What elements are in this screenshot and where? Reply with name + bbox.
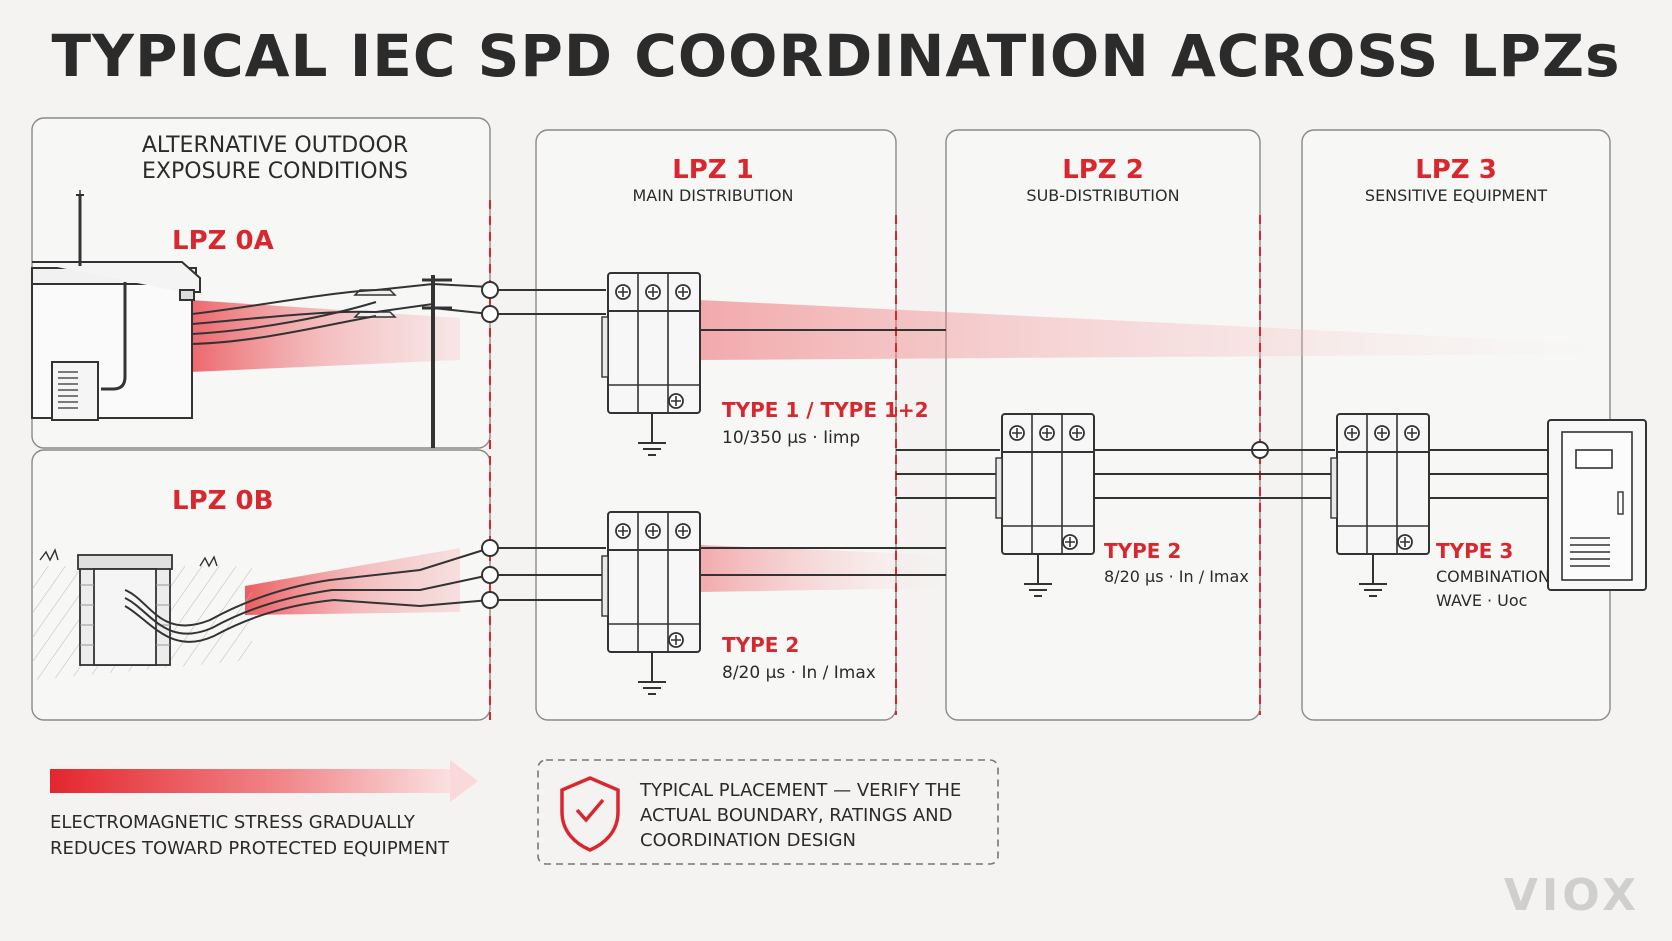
outdoor-heading-line1: ALTERNATIVE OUTDOOR xyxy=(142,133,408,158)
stress-beam-long xyxy=(700,300,1600,360)
zone-subtitle-lpz1: MAIN DISTRIBUTION xyxy=(632,186,793,205)
spd-device-type2-sub xyxy=(995,413,1095,555)
zone-title-lpz2: LPZ 2 xyxy=(1062,155,1144,185)
spd-spec-label-4b: WAVE · Uoc xyxy=(1436,591,1527,610)
equipment-cabinet xyxy=(1547,419,1647,591)
note-box xyxy=(537,759,999,865)
legend-text-line2: REDUCES TOWARD PROTECTED EQUIPMENT xyxy=(50,838,450,859)
note-text-line2: ACTUAL BOUNDARY, RATINGS AND xyxy=(640,805,953,826)
wiring xyxy=(498,289,1548,601)
boundary-junctions xyxy=(481,281,1269,609)
spd-type-label-1: TYPE 1 / TYPE 1+2 xyxy=(722,398,929,422)
zone-subtitle-lpz2: SUB-DISTRIBUTION xyxy=(1026,186,1179,205)
zone-panel-lpz1 xyxy=(535,129,897,721)
overhead-line-pole xyxy=(191,275,491,448)
shield-check-icon xyxy=(560,776,620,852)
zone-label-lpz0a: LPZ 0A xyxy=(172,226,274,256)
zone-title-lpz3: LPZ 3 xyxy=(1415,155,1497,185)
zone-label-lpz0b: LPZ 0B xyxy=(172,486,273,516)
page-title: TYPICAL IEC SPD COORDINATION ACROSS LPZs xyxy=(51,22,1621,90)
stress-beam-0b xyxy=(245,548,460,615)
spd-type-label-2: TYPE 2 xyxy=(722,633,799,657)
building-illustration xyxy=(31,194,201,421)
stress-beam-0b-ext xyxy=(700,545,945,592)
zone-subtitle-lpz3: SENSITIVE EQUIPMENT xyxy=(1365,186,1547,205)
legend-text-line1: ELECTROMAGNETIC STRESS GRADUALLY xyxy=(50,812,416,833)
zone-panel-lpz2 xyxy=(945,129,1261,721)
spd-type-label-4: TYPE 3 xyxy=(1436,539,1513,563)
stress-arrow xyxy=(50,760,478,802)
outdoor-heading-line2: EXPOSURE CONDITIONS xyxy=(142,159,408,184)
note-text-line3: COORDINATION DESIGN xyxy=(640,830,856,851)
note-text-line1: TYPICAL PLACEMENT — VERIFY THE xyxy=(639,780,961,801)
underground-duct xyxy=(32,547,491,680)
spd-spec-label-1: 10/350 µs · Iimp xyxy=(722,428,860,448)
spd-device-type2-main xyxy=(601,511,701,653)
spd-device-type3 xyxy=(1330,413,1430,555)
zone-title-lpz1: LPZ 1 xyxy=(672,155,754,185)
spd-device-type1 xyxy=(601,272,701,414)
brand-logo: VIOX xyxy=(1504,870,1640,921)
spd-spec-label-3: 8/20 µs · In / Imax xyxy=(1104,567,1249,586)
spd-spec-label-4a: COMBINATION xyxy=(1436,567,1550,586)
spd-spec-label-2: 8/20 µs · In / Imax xyxy=(722,663,876,683)
spd-type-label-3: TYPE 2 xyxy=(1104,539,1181,563)
